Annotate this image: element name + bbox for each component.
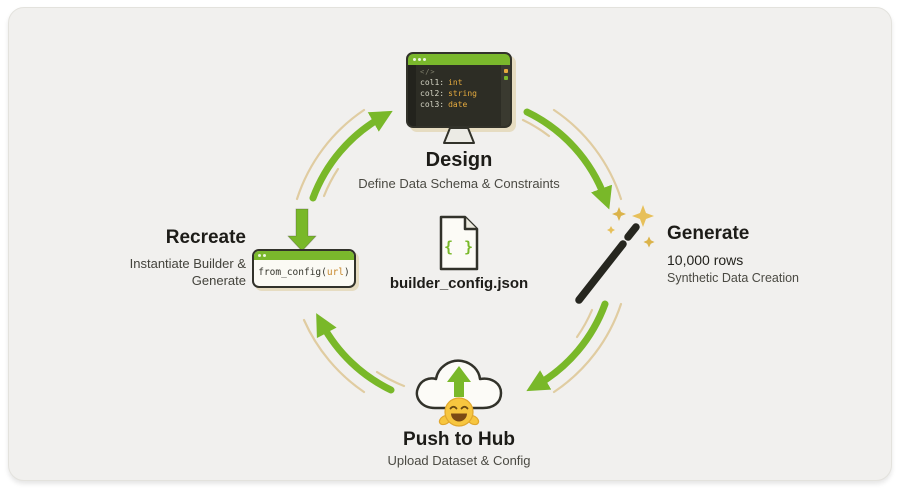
upload-arrow-icon <box>447 366 471 397</box>
code-key: col2: <box>420 89 445 98</box>
arrow-echo-lines <box>295 108 623 394</box>
sparkle-icon <box>607 226 615 234</box>
editor-toolbar-glyphs: </> <box>420 68 436 76</box>
code-type: date <box>448 100 468 109</box>
cycle-arrows <box>287 108 623 394</box>
push-subtitle: Upload Dataset & Config <box>387 453 531 468</box>
cycle-arrow-recreate-to-design <box>309 110 393 202</box>
design-title: Design <box>425 149 493 171</box>
recreate-title: Recreate <box>165 227 246 248</box>
hugging-face-icon <box>438 397 480 427</box>
code-line: col1:int <box>420 77 497 88</box>
code-type: string <box>448 89 477 98</box>
from-config-code: from_config(url) <box>254 260 354 286</box>
monitor-stand-icon <box>443 128 475 144</box>
braces-glyph: { } <box>444 238 474 256</box>
recreate-text-block: Recreate Instantiate Builder & Generate <box>104 227 246 288</box>
magic-wand-icon <box>575 205 655 304</box>
cycle-arrow-push-to-recreate <box>316 313 395 394</box>
generate-rows: 10,000 rows <box>667 252 744 268</box>
cycle-arrow-generate-to-push <box>526 300 609 392</box>
code-post: ) <box>344 267 350 278</box>
push-title: Push to Hub <box>403 429 515 450</box>
code-arg: url <box>326 267 345 278</box>
diagram-canvas: </> col1:int col2:string col3:date Desig… <box>8 7 892 481</box>
generate-title: Generate <box>667 223 750 244</box>
monitor-screen: </> col1:int col2:string col3:date <box>406 52 512 128</box>
json-file-icon: { } <box>439 215 479 271</box>
cycle-arrow-design-to-generate <box>523 108 613 210</box>
generate-description: Synthetic Data Creation <box>667 271 800 285</box>
schema-code: </> col1:int col2:string col3:date <box>416 65 501 126</box>
cloud-upload-icon <box>415 359 503 427</box>
design-subtitle: Define Data Schema & Constraints <box>358 176 560 191</box>
code-key: col1: <box>420 78 445 87</box>
generate-text-block: Generate 10,000 rows Synthetic Data Crea… <box>667 223 862 285</box>
recreate-description-line1: Instantiate Builder & <box>129 256 246 271</box>
sparkle-icon <box>632 205 654 227</box>
from-config-code-box: from_config(url) <box>252 249 356 288</box>
code-key: col3: <box>420 100 445 109</box>
editor-side-icons <box>501 65 510 126</box>
code-line: col3:date <box>420 99 497 110</box>
recreate-description-line2: Generate <box>191 273 246 288</box>
code-box-titlebar <box>254 251 354 260</box>
sparkle-icon <box>612 207 626 221</box>
monitor-icon: </> col1:int col2:string col3:date <box>406 52 512 128</box>
config-filename: builder_config.json <box>389 275 529 292</box>
sparkle-icon <box>643 236 655 248</box>
code-pre: from_config( <box>258 267 327 278</box>
code-type: int <box>448 78 463 87</box>
line-number-gutter <box>408 65 416 126</box>
down-arrow-icon <box>287 208 317 252</box>
code-line: col2:string <box>420 88 497 99</box>
window-titlebar <box>408 54 510 65</box>
